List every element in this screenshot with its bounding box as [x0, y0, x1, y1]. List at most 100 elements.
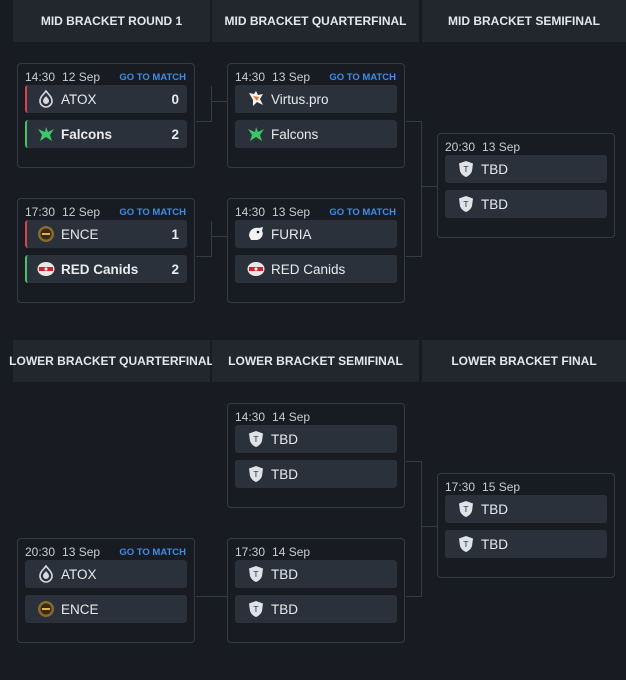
match-meta: 14:30 13 Sep GO TO MATCH: [235, 70, 396, 84]
match-card-mid-qf-2[interactable]: 14:30 13 Sep GO TO MATCH FURIA RED Canid…: [227, 198, 405, 303]
match-time: 17:30: [445, 480, 476, 494]
team-name: Virtus.pro: [271, 91, 329, 107]
connector: [196, 596, 227, 597]
match-time: 14:30: [235, 205, 266, 219]
match-card-mid-sf[interactable]: 20:30 13 Sep T TBD T TBD: [437, 133, 615, 238]
team-name: ENCE: [61, 226, 99, 242]
match-card-mid-r1-2[interactable]: 17:30 12 Sep GO TO MATCH ENCE 1 RED Cani…: [17, 198, 195, 303]
team-name: TBD: [271, 601, 298, 617]
tbd-shield-icon: T: [247, 565, 265, 583]
connector: [421, 526, 437, 527]
match-meta: 17:30 14 Sep: [235, 545, 396, 559]
team-name: FURIA: [271, 226, 312, 242]
tbd-shield-icon: T: [457, 160, 475, 178]
svg-text:T: T: [253, 605, 259, 614]
connector: [406, 121, 422, 122]
connector: [421, 461, 422, 597]
svg-text:T: T: [463, 165, 469, 174]
match-date: 15 Sep: [482, 480, 521, 494]
match-date: 13 Sep: [482, 140, 521, 154]
header-lower-final: LOWER BRACKET FINAL: [422, 340, 626, 382]
team-row[interactable]: T TBD: [445, 190, 607, 218]
red-canids-logo-icon: [247, 260, 265, 278]
match-card-lower-final[interactable]: 17:30 15 Sep T TBD T TBD: [437, 473, 615, 578]
team-row[interactable]: T TBD: [235, 560, 397, 588]
match-time: 17:30: [25, 205, 56, 219]
go-to-match-link[interactable]: GO TO MATCH: [119, 546, 186, 558]
falcons-logo-icon: [247, 125, 265, 143]
team-row[interactable]: T TBD: [445, 495, 607, 523]
team-row[interactable]: Falcons: [235, 120, 397, 148]
match-meta: 17:30 15 Sep: [445, 480, 606, 494]
connector: [211, 86, 212, 122]
ence-logo-icon: [37, 600, 55, 618]
tbd-shield-icon: T: [457, 195, 475, 213]
team-name: TBD: [481, 536, 508, 552]
connector: [196, 121, 212, 122]
match-date: 12 Sep: [62, 70, 101, 84]
team-row[interactable]: T TBD: [445, 530, 607, 558]
team-name: ENCE: [61, 601, 99, 617]
match-card-lower-sf-1[interactable]: 14:30 14 Sep T TBD T TBD: [227, 403, 405, 508]
team-row[interactable]: ENCE: [25, 595, 187, 623]
connector: [406, 596, 422, 597]
team-name: Falcons: [271, 126, 319, 142]
match-date: 12 Sep: [62, 205, 101, 219]
match-time: 20:30: [445, 140, 476, 154]
team-row[interactable]: T TBD: [235, 425, 397, 453]
match-meta: 20:30 13 Sep: [445, 140, 606, 154]
red-canids-logo-icon: [37, 260, 55, 278]
team-row[interactable]: Virtus.pro: [235, 85, 397, 113]
match-meta: 17:30 12 Sep GO TO MATCH: [25, 205, 186, 219]
team-name: TBD: [481, 196, 508, 212]
header-mid-round-1: MID BRACKET ROUND 1: [13, 0, 210, 42]
team-row[interactable]: RED Canids: [235, 255, 397, 283]
team-score: 0: [171, 91, 179, 107]
lower-bracket: LOWER BRACKET QUARTERFINAL LOWER BRACKET…: [0, 340, 626, 680]
team-row[interactable]: T TBD: [235, 595, 397, 623]
connector: [211, 236, 227, 237]
team-row[interactable]: Falcons 2: [25, 120, 187, 148]
tbd-shield-icon: T: [247, 600, 265, 618]
team-name: TBD: [481, 161, 508, 177]
ence-logo-icon: [37, 225, 55, 243]
team-row[interactable]: FURIA: [235, 220, 397, 248]
match-date: 13 Sep: [272, 205, 311, 219]
team-name: TBD: [481, 501, 508, 517]
connector: [406, 461, 422, 462]
falcons-logo-icon: [37, 125, 55, 143]
tbd-shield-icon: T: [247, 465, 265, 483]
match-meta: 14:30 14 Sep: [235, 410, 396, 424]
team-row[interactable]: ATOX: [25, 560, 187, 588]
connector: [406, 256, 422, 257]
team-row[interactable]: RED Canids 2: [25, 255, 187, 283]
team-row[interactable]: T TBD: [445, 155, 607, 183]
match-card-mid-r1-1[interactable]: 14:30 12 Sep GO TO MATCH ATOX 0 Falcons …: [17, 63, 195, 168]
tbd-shield-icon: T: [247, 430, 265, 448]
svg-text:T: T: [463, 540, 469, 549]
match-card-lower-qf[interactable]: 20:30 13 Sep GO TO MATCH ATOX ENCE: [17, 538, 195, 643]
team-name: ATOX: [61, 566, 97, 582]
header-mid-semifinal: MID BRACKET SEMIFINAL: [422, 0, 626, 42]
header-mid-quarterfinal: MID BRACKET QUARTERFINAL: [212, 0, 419, 42]
match-time: 17:30: [235, 545, 266, 559]
team-name: ATOX: [61, 91, 97, 107]
go-to-match-link[interactable]: GO TO MATCH: [329, 71, 396, 83]
match-card-mid-qf-1[interactable]: 14:30 13 Sep GO TO MATCH Virtus.pro Falc…: [227, 63, 405, 168]
mid-bracket: MID BRACKET ROUND 1 MID BRACKET QUARTERF…: [13, 0, 626, 303]
team-row[interactable]: ENCE 1: [25, 220, 187, 248]
team-row[interactable]: ATOX 0: [25, 85, 187, 113]
go-to-match-link[interactable]: GO TO MATCH: [329, 206, 396, 218]
tbd-shield-icon: T: [457, 535, 475, 553]
match-card-lower-sf-2[interactable]: 17:30 14 Sep T TBD T TBD: [227, 538, 405, 643]
go-to-match-link[interactable]: GO TO MATCH: [119, 71, 186, 83]
atox-logo-icon: [37, 565, 55, 583]
team-name: TBD: [271, 566, 298, 582]
svg-text:T: T: [253, 570, 259, 579]
team-row[interactable]: T TBD: [235, 460, 397, 488]
match-date: 14 Sep: [272, 410, 311, 424]
go-to-match-link[interactable]: GO TO MATCH: [119, 206, 186, 218]
team-name: TBD: [271, 466, 298, 482]
match-date: 13 Sep: [62, 545, 101, 559]
match-time: 20:30: [25, 545, 56, 559]
